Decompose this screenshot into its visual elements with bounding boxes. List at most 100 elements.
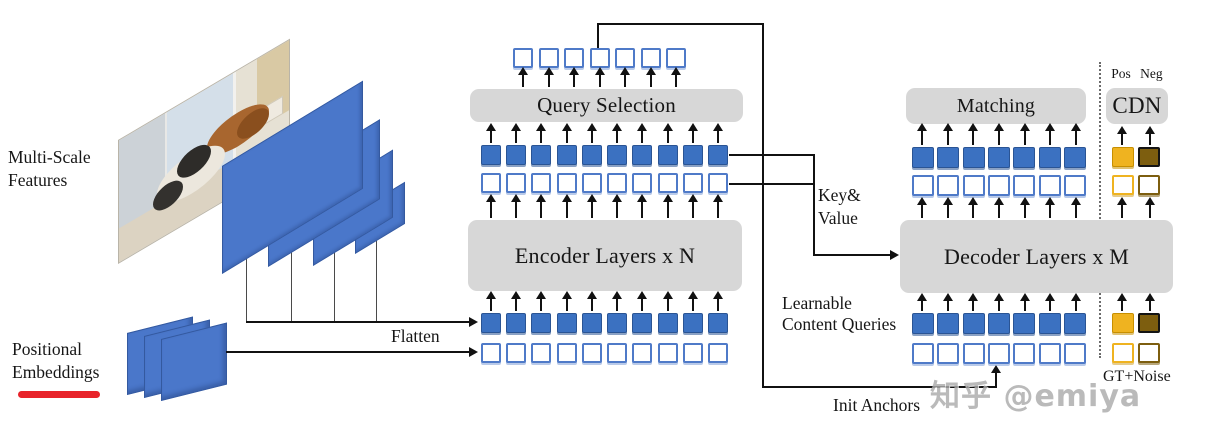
encoder-label: Encoder Layers x N	[514, 242, 696, 268]
up-arrow	[632, 194, 652, 218]
query-selection-box: Query Selection	[470, 89, 743, 122]
feature-token-square	[707, 313, 728, 333]
feature-token-square	[481, 313, 501, 333]
cdn-output-arrows	[1112, 126, 1160, 145]
anchor-token-square	[1063, 343, 1086, 364]
up-arrow	[938, 197, 958, 218]
up-arrow	[481, 194, 501, 218]
up-arrow	[531, 291, 551, 311]
feature-token-square	[531, 313, 552, 333]
decoder-output-anchor-row	[912, 175, 1086, 196]
feature-token-square	[506, 313, 527, 333]
anchor-token-square	[1013, 343, 1036, 364]
decoder-input-arrows	[912, 293, 1086, 311]
posemb-token-square	[556, 173, 577, 193]
posemb-token-square	[682, 173, 703, 193]
cdn-input-anchor-pair	[1112, 343, 1160, 363]
up-arrow	[1112, 126, 1132, 145]
anchor-token-square	[937, 175, 960, 196]
anchor-token-square	[987, 175, 1010, 196]
up-arrow	[506, 291, 526, 311]
content-token-square	[912, 147, 934, 168]
up-arrow	[658, 194, 678, 218]
key-value-label: Key& Value	[818, 184, 861, 230]
anchor-token-square	[962, 175, 985, 196]
feature-token-square	[581, 145, 602, 165]
cdn-query-square	[1138, 313, 1160, 333]
cdn-query-square	[1138, 147, 1160, 167]
feature-token-square	[632, 313, 653, 333]
feature-token-square	[657, 313, 678, 333]
up-arrow	[557, 194, 577, 218]
cdn-input-arrows	[1112, 293, 1160, 311]
feature-drop-line	[246, 258, 247, 322]
selected-queries-row	[513, 48, 686, 68]
up-arrow	[582, 291, 602, 311]
up-arrow	[666, 67, 686, 87]
up-arrow	[506, 194, 526, 218]
up-arrow	[963, 123, 983, 145]
feature-token-square	[506, 145, 527, 165]
positional-label-line2: Embeddings	[12, 362, 100, 382]
content-token-square	[962, 313, 985, 334]
up-arrow	[513, 67, 533, 87]
init-anchors-arrow	[986, 365, 1006, 387]
up-arrow	[963, 197, 983, 218]
content-token-square	[937, 147, 960, 168]
anchor-token-square	[1013, 175, 1036, 196]
encoder-output-posemb-row	[481, 173, 728, 193]
matching-label: Matching	[956, 94, 1036, 117]
up-arrow	[708, 123, 728, 143]
positional-embeddings-label: Positional Embeddings	[12, 338, 100, 384]
up-arrow	[912, 197, 932, 218]
up-arrow	[683, 291, 703, 311]
content-token-square	[987, 147, 1010, 168]
up-arrow	[641, 67, 661, 87]
key-value-vertical	[813, 154, 815, 256]
feature-token-square	[682, 145, 703, 165]
selected-query-square	[666, 48, 686, 68]
up-arrow	[481, 291, 501, 311]
posemb-token-square	[682, 343, 703, 363]
learnable-label-line2: Content Queries	[782, 314, 897, 334]
cdn-input-query-pair	[1112, 313, 1160, 333]
flatten-posemb-line	[226, 347, 478, 357]
feature-token-square	[481, 145, 501, 165]
flatten-features-line	[246, 317, 478, 327]
feature-token-square	[657, 145, 678, 165]
feature-token-square	[581, 313, 602, 333]
gt-noise-label: GT+Noise	[1103, 368, 1171, 385]
feature-token-square	[531, 145, 552, 165]
encoder-output-feature-row	[481, 145, 728, 165]
anchor-token-square	[937, 343, 960, 364]
up-arrow	[912, 293, 932, 311]
encoder-input-posemb-row	[481, 343, 728, 363]
posemb-token-square	[707, 343, 728, 363]
decoder-box: Decoder Layers x M	[900, 220, 1173, 293]
flatten-label: Flatten	[391, 326, 440, 346]
up-arrow	[539, 67, 559, 87]
feature-drop-line	[291, 251, 292, 322]
posemb-token-square	[632, 343, 653, 363]
posemb-token-square	[531, 343, 552, 363]
matching-box: Matching	[906, 88, 1086, 124]
feature-drop-line	[334, 245, 335, 322]
decoder-label: Decoder Layers x M	[943, 243, 1130, 269]
cdn-box: CDN	[1106, 88, 1168, 124]
selected-query-square	[564, 48, 584, 68]
feature-token-square	[607, 313, 628, 333]
cdn-output-query-pair	[1112, 147, 1160, 167]
up-arrow	[1040, 123, 1060, 145]
up-arrow	[989, 293, 1009, 311]
cdn-label: CDN	[1112, 93, 1162, 118]
feature-drop-line	[376, 240, 377, 322]
learnable-content-queries-label: Learnable Content Queries	[782, 293, 896, 335]
selected-query-square	[615, 48, 635, 68]
posemb-token-square	[581, 173, 602, 193]
posemb-token-square	[481, 343, 501, 363]
content-token-square	[962, 147, 985, 168]
up-arrow	[989, 197, 1009, 218]
decoder-output-content-row	[912, 147, 1086, 168]
up-arrow	[1066, 123, 1086, 145]
up-arrow	[564, 67, 584, 87]
